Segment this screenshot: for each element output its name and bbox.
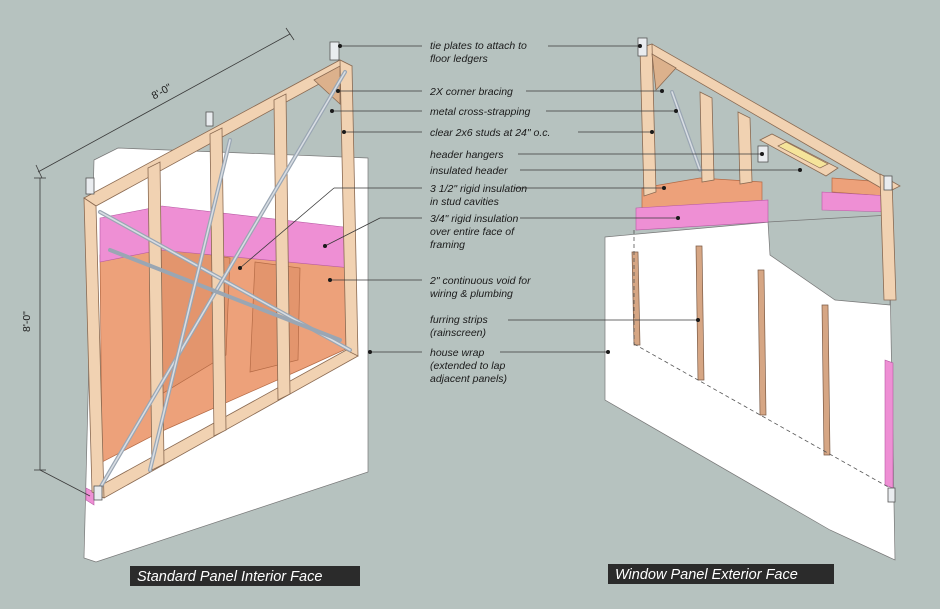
callout-insulated-header: insulated header: [430, 165, 508, 177]
right-left-stud: [639, 43, 657, 197]
callout-corner-bracing: 2X corner bracing: [429, 86, 513, 98]
left-end-stud: [83, 197, 105, 499]
callout-furring: furring strips (rainscreen): [430, 314, 491, 339]
furring-strips: [631, 245, 831, 456]
callout-rigid-face: 3/4" rigid insulation over entire face o…: [430, 213, 521, 251]
left-tie-plate-mid: [205, 111, 214, 127]
right-cross-strap-inner: [671, 91, 701, 171]
callout-header-hangers: header hangers: [430, 149, 504, 161]
window-opening: [767, 214, 891, 306]
header-core: [777, 141, 829, 169]
right-stud-1: [699, 91, 715, 183]
right-caption: Window Panel Exterior Face: [615, 567, 798, 583]
standard-panel-illustration: [34, 27, 369, 563]
left-caption: Standard Panel Interior Face: [137, 569, 322, 585]
callout-rigid-cavity: 3 1/2" rigid insulation in stud cavities: [430, 183, 530, 208]
left-dimension-lines: [34, 27, 295, 497]
left-caption-box: [130, 566, 360, 586]
window-panel-illustration: [604, 37, 901, 561]
right-tie-plate-bottom: [887, 487, 896, 503]
callout-cross-strapping: metal cross-strapping: [430, 106, 531, 118]
right-tie-plate-right: [883, 175, 893, 191]
right-caption-box: [608, 564, 834, 584]
right-face-insulation: [635, 199, 769, 231]
right-stud-2: [737, 111, 753, 185]
callout-house-wrap: house wrap (extended to lap adjacent pan…: [430, 347, 508, 385]
right-corner-brace: [651, 53, 677, 91]
callout-void: 2" continuous void for wiring & plumbing: [429, 275, 534, 300]
right-tie-plate-top: [637, 37, 648, 57]
left-cross-strapping: [98, 70, 352, 490]
leader-lines: [238, 44, 802, 354]
callout-labels: tie plates to attach to floor ledgers 2X…: [429, 40, 550, 385]
callout-tie-plates: tie plates to attach to floor ledgers: [430, 40, 530, 65]
left-tie-plate-top: [329, 41, 340, 61]
left-right-stud: [339, 59, 359, 357]
callout-studs: clear 2x6 studs at 24" o.c.: [430, 127, 550, 139]
height-dimension: 8'-0": [21, 311, 33, 332]
right-wrap-edge: [884, 359, 894, 489]
left-tie-plate-left: [85, 177, 95, 195]
left-tie-plate-bottom: [93, 485, 103, 501]
